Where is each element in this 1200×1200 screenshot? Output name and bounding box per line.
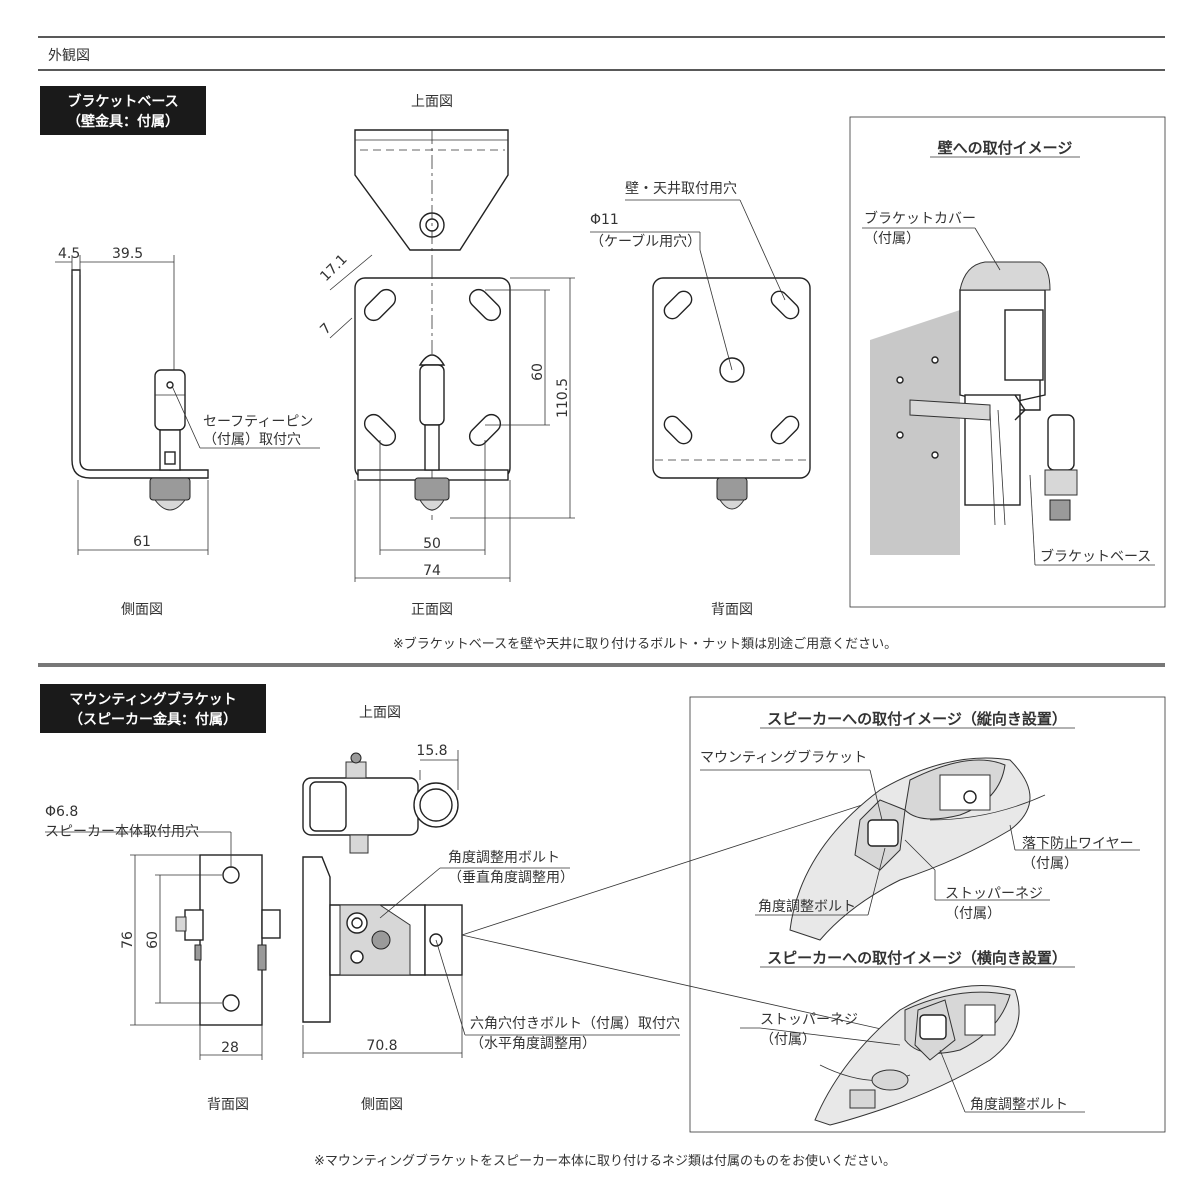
fall-wire-label-line1: 落下防止ワイヤー	[1022, 836, 1134, 852]
hex-bolt-label-line1: 六角穴付きボルト（付属）取付穴	[470, 1016, 680, 1032]
mb-back-view	[45, 831, 281, 1060]
speaker-install-box	[689, 696, 1166, 1133]
bb-front-view-label: 正面図	[411, 602, 453, 618]
wall-ceiling-hole-label: 壁・天井取付用穴	[625, 181, 737, 197]
dim-110-5: 110.5	[555, 378, 571, 418]
phi6-8-label: Φ6.8	[45, 804, 78, 820]
stopper2-label-line2: （付属）	[760, 1032, 816, 1048]
phi11-label: Φ11	[590, 212, 619, 228]
dim-4-5: 4.5	[58, 246, 80, 262]
mb-side-view	[302, 804, 931, 1058]
wall-install-illustration	[862, 227, 1155, 566]
dim-15-8: 15.8	[416, 743, 447, 759]
angle-bolt-label-line1: 角度調整用ボルト	[448, 850, 560, 866]
mounting-bracket-note: ※マウンティングブラケットをスピーカー本体に取り付けるネジ類は付属のものをお使い…	[314, 1153, 896, 1169]
horizontal-install-illustration	[740, 985, 1085, 1126]
angle-bolt-install-label: 角度調整ボルト	[758, 899, 856, 915]
mb-install-label: マウンティングブラケット	[700, 749, 867, 766]
horizontal-install-title: スピーカーへの取付イメージ（横向き設置）	[767, 949, 1067, 967]
bracket-base-note: ※ブラケットベースを壁や天井に取り付けるボルト・ナット類は別途ご用意ください。	[393, 636, 897, 652]
angle-bolt-label-line2: （垂直角度調整用）	[448, 869, 574, 886]
mounting-bracket-title-line2: （スピーカー金具：付属）	[69, 711, 237, 728]
bracket-base-front-view	[329, 254, 575, 582]
bracket-base-top-view	[354, 129, 509, 265]
safety-pin-leader	[171, 385, 201, 449]
stopper2-label-line1: ストッパーネジ	[760, 1012, 858, 1028]
mb-top-view-label: 上面図	[359, 705, 401, 721]
bracket-base-install-label: ブラケットベース	[1040, 548, 1151, 565]
bracket-base-title-line1: ブラケットベース	[67, 93, 178, 110]
cable-hole-label: （ケーブル用穴）	[590, 233, 701, 250]
bracket-cover-label-line2: （付属）	[864, 231, 920, 247]
stopper-label-line1: ストッパーネジ	[945, 886, 1043, 902]
angle-bolt2-install-label: 角度調整ボルト	[970, 1097, 1068, 1113]
page-heading: 外観図	[48, 47, 90, 64]
dim-61: 61	[133, 534, 151, 550]
safety-pin-label-line2: （付属）取付穴	[203, 432, 301, 448]
bb-top-view-label: 上面図	[411, 94, 453, 110]
wall-install-box	[849, 116, 1166, 608]
dim-39-5: 39.5	[112, 246, 143, 262]
dim-28: 28	[221, 1040, 239, 1056]
bracket-base-title-box	[40, 86, 206, 135]
dim-60-front: 60	[530, 363, 546, 381]
bracket-cover-label-line1: ブラケットカバー	[864, 210, 976, 227]
dim-7: 7	[317, 320, 335, 338]
mounting-bracket-title-line1: マウンティングブラケット	[69, 691, 236, 708]
dim-70-8: 70.8	[366, 1038, 397, 1054]
dim-74: 74	[423, 563, 441, 579]
hex-bolt-label-line2: （水平角度調整用）	[470, 1036, 596, 1052]
bb-side-view-label: 側面図	[121, 602, 163, 618]
dim-60-mb: 60	[145, 931, 161, 949]
mb-top-view	[302, 750, 459, 854]
mounting-bracket-title-box	[40, 684, 266, 733]
mb-back-view-label: 背面図	[207, 1097, 249, 1113]
wall-install-title: 壁への取付イメージ	[938, 139, 1073, 157]
bracket-base-back-view	[590, 199, 811, 510]
dim-76: 76	[120, 931, 136, 949]
stopper-label-line2: （付属）	[945, 906, 1001, 922]
mb-side-view-label: 側面図	[361, 1097, 403, 1113]
bracket-base-title-line2: （壁金具：付属）	[67, 113, 179, 130]
bb-back-view-label: 背面図	[711, 602, 753, 618]
vertical-install-illustration	[700, 757, 1140, 941]
fall-wire-label-line2: （付属）	[1022, 856, 1078, 872]
speaker-hole-label: スピーカー本体取付用穴	[45, 824, 199, 840]
vertical-install-title: スピーカーへの取付イメージ（縦向き設置）	[767, 710, 1067, 728]
dim-50: 50	[423, 536, 441, 552]
safety-pin-label-line1: セーフティーピン	[203, 414, 313, 430]
dim-17-1: 17.1	[317, 251, 350, 284]
bracket-base-side-view	[55, 255, 209, 555]
